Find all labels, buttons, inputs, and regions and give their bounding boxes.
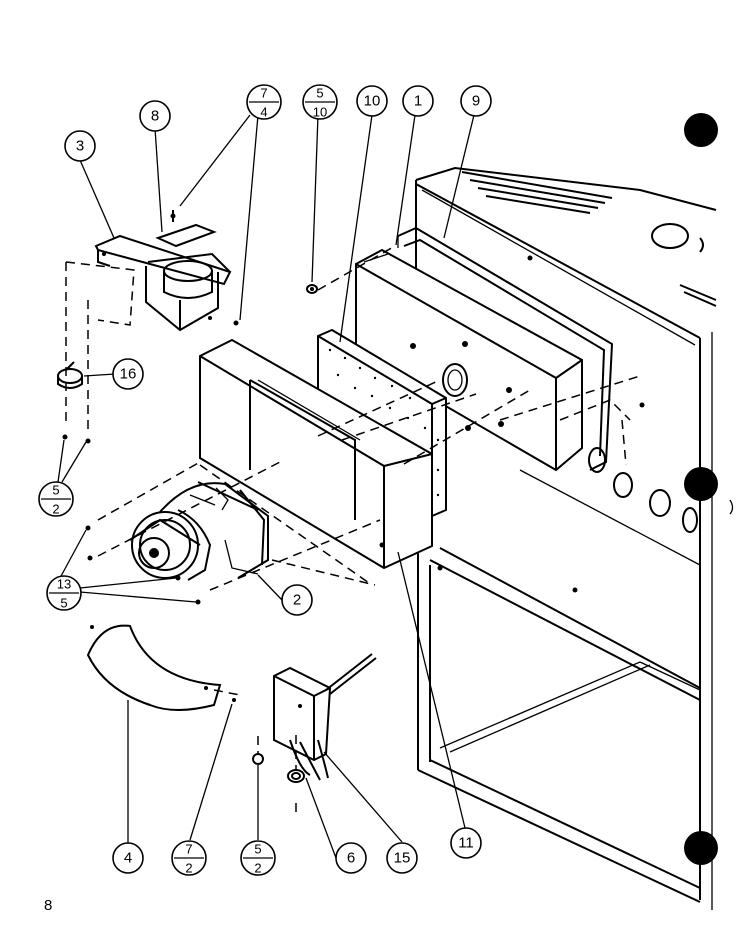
callout-11: 11 <box>450 827 482 859</box>
svg-text:10: 10 <box>313 105 327 120</box>
svg-text:1: 1 <box>414 93 422 110</box>
svg-text:5: 5 <box>60 596 67 611</box>
svg-text:13: 13 <box>57 577 71 592</box>
blower-scroll-panel <box>86 624 222 711</box>
callout-9: 9 <box>460 85 492 117</box>
screws <box>62 284 318 702</box>
svg-text:2: 2 <box>254 861 261 876</box>
top-oval-opening <box>651 223 689 249</box>
blower-assembly <box>129 481 269 581</box>
svg-text:5: 5 <box>254 842 261 857</box>
callout-1: 1 <box>402 85 434 117</box>
callout-4: 4 <box>112 842 144 874</box>
control-box <box>273 653 377 781</box>
callout-3: 3 <box>64 130 96 162</box>
leader-lines <box>57 114 475 859</box>
svg-text:5: 5 <box>316 86 323 101</box>
nut <box>252 753 264 765</box>
svg-text:2: 2 <box>293 592 301 609</box>
assembly-dash-lines <box>65 245 641 812</box>
callout-7-4: 7 4 <box>246 84 282 120</box>
callout-6: 6 <box>335 842 367 874</box>
callout-10: 10 <box>356 85 388 117</box>
svg-text:3: 3 <box>76 138 84 155</box>
svg-text:15: 15 <box>394 850 411 867</box>
callout-5-2-bottom: 5 2 <box>240 840 276 876</box>
svg-text:7: 7 <box>260 86 267 101</box>
svg-text:11: 11 <box>458 835 474 852</box>
callout-8: 8 <box>139 100 171 132</box>
motor-mount-bracket <box>94 210 232 332</box>
blower-enclosure <box>199 338 433 570</box>
svg-text:9: 9 <box>472 93 480 110</box>
cabinet-frame <box>415 166 734 910</box>
svg-text:6: 6 <box>347 850 355 867</box>
punch-hole-top <box>684 113 718 147</box>
page-number: 8 <box>44 897 52 914</box>
svg-text:4: 4 <box>124 850 132 867</box>
panel-sight-hole <box>442 363 468 397</box>
svg-text:2: 2 <box>185 861 192 876</box>
callout-15: 15 <box>386 842 418 874</box>
callout-5-2-left: 5 2 <box>38 481 74 517</box>
callout-13-5: 13 5 <box>46 575 82 611</box>
limit-switch <box>57 361 83 389</box>
svg-text:7: 7 <box>185 842 192 857</box>
svg-text:5: 5 <box>52 483 59 498</box>
svg-text:2: 2 <box>52 502 59 517</box>
top-grille <box>461 171 717 307</box>
grommet <box>287 735 305 783</box>
svg-text:8: 8 <box>151 108 159 125</box>
callout-5-10: 5 10 <box>302 84 338 120</box>
callout-16: 16 <box>112 358 144 390</box>
callout-7-2: 7 2 <box>171 840 207 876</box>
callout-2: 2 <box>281 584 313 616</box>
svg-text:10: 10 <box>364 93 381 110</box>
svg-text:4: 4 <box>260 105 267 120</box>
svg-text:16: 16 <box>120 366 137 383</box>
